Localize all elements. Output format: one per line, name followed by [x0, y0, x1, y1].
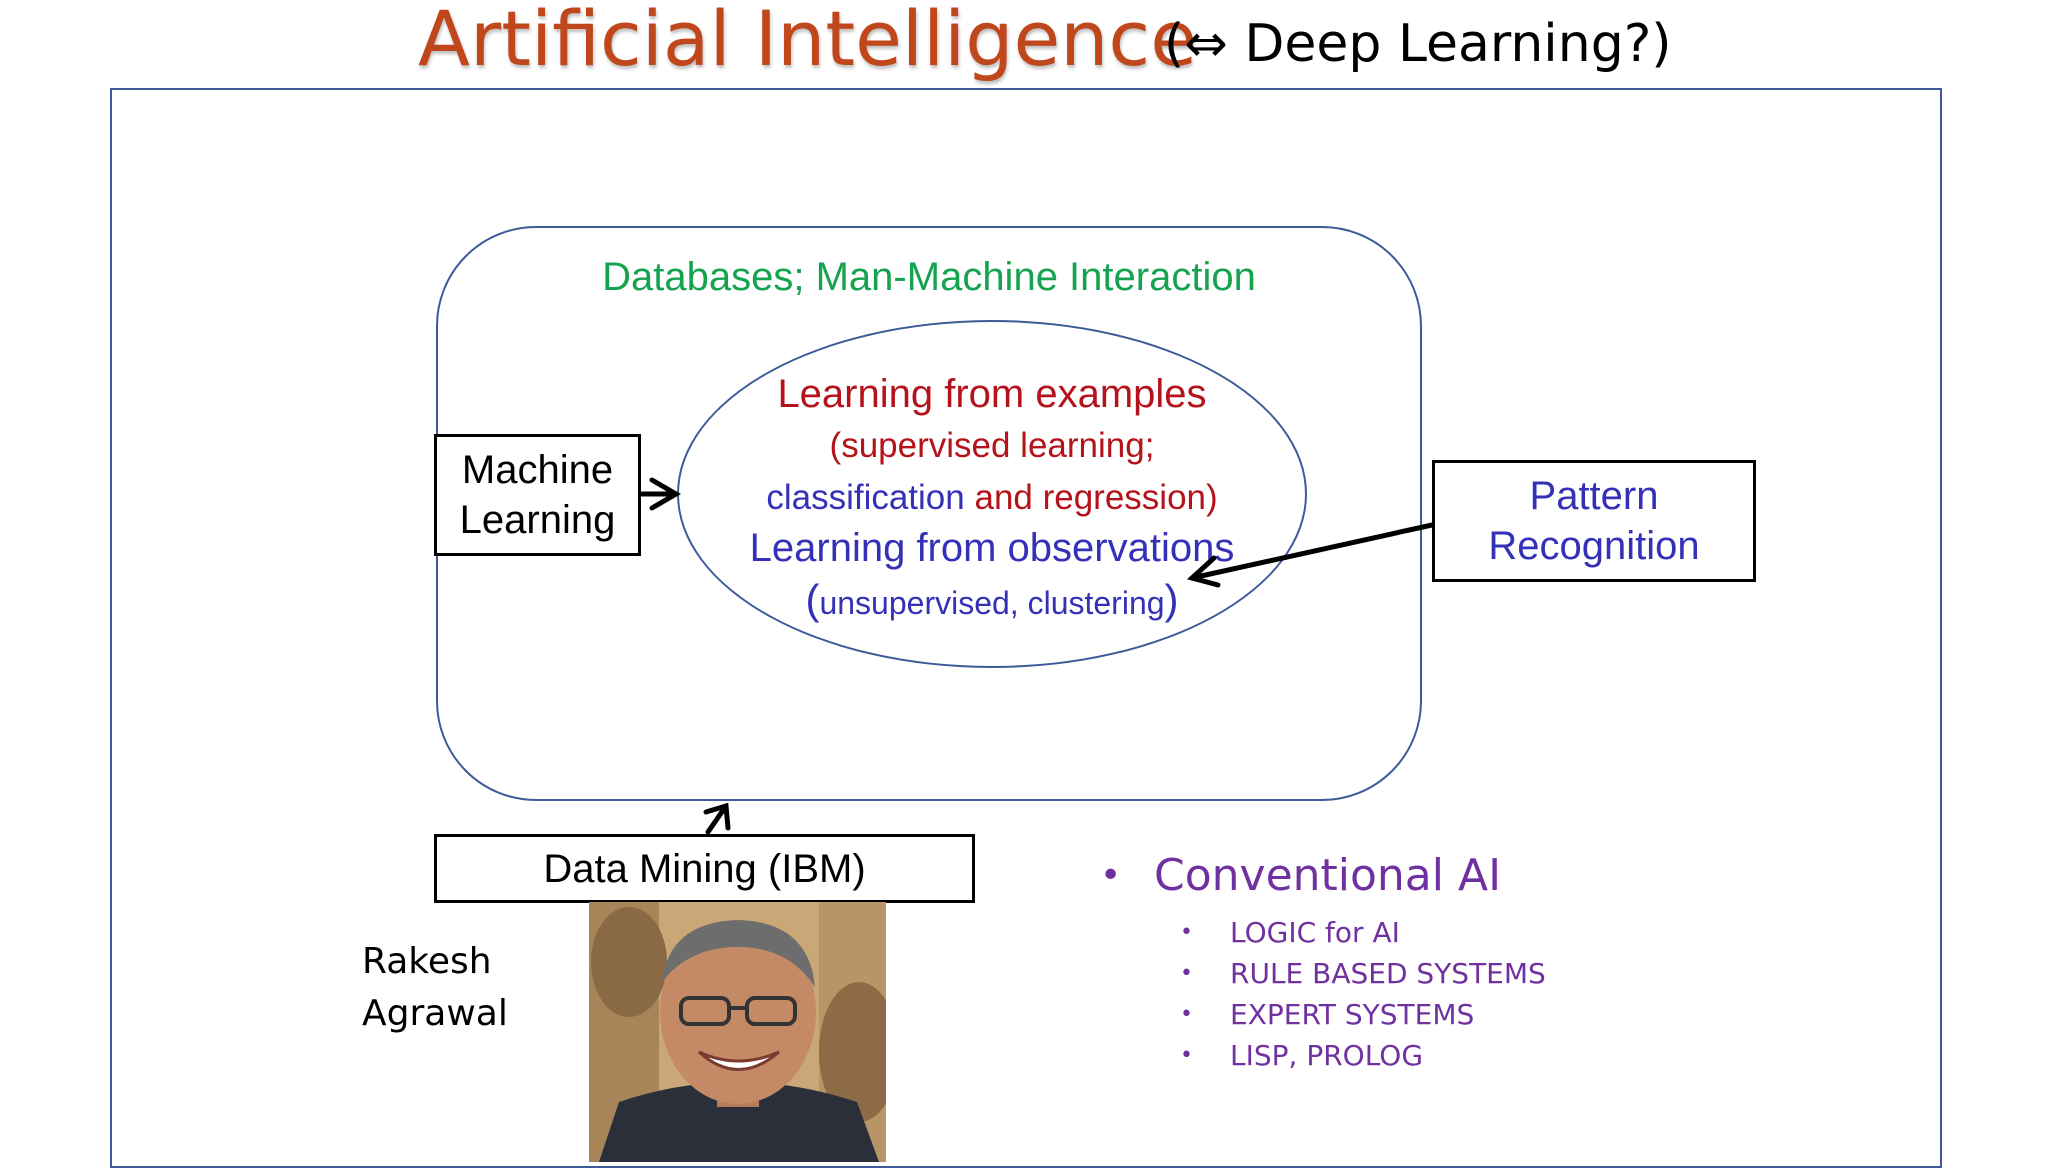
learning-from-observations: Learning from observations [749, 526, 1235, 570]
unsupervised-text: unsupervised, clustering [819, 585, 1165, 621]
machine-learning-line2: Learning [459, 498, 616, 542]
open-paren: ( [805, 576, 820, 623]
list-item: • EXPERT SYSTEMS [1180, 994, 1546, 1035]
bullet-icon: • [1180, 1002, 1193, 1027]
unsupervised-label: (unsupervised, clustering) [700, 576, 1284, 627]
conventional-ai-items: • LOGIC for AI • RULE BASED SYSTEMS • EX… [1180, 912, 1546, 1076]
pattern-recognition-line1: Pattern [1529, 474, 1659, 518]
pattern-recognition-line2: Recognition [1488, 524, 1700, 568]
conventional-ai-heading: • Conventional AI [1100, 848, 1546, 904]
list-item: • LISP, PROLOG [1180, 1035, 1546, 1076]
conventional-ai-list: • Conventional AI • LOGIC for AI • RULE … [1100, 848, 1546, 1076]
close-paren: ) [1164, 576, 1179, 623]
list-item-text: EXPERT SYSTEMS [1230, 998, 1475, 1031]
regression-text: and regression) [964, 478, 1218, 517]
data-mining-box: Data Mining (IBM) [434, 834, 975, 903]
machine-learning-line1: Machine [461, 448, 614, 492]
pr-arrow-icon [1186, 522, 1435, 588]
supervised-learning-label: (supervised learning; [829, 426, 1155, 465]
list-item-text: RULE BASED SYSTEMS [1230, 957, 1546, 990]
person-name: Rakesh Agrawal [362, 936, 508, 1040]
ml-arrow-icon [638, 477, 681, 511]
list-item-text: LOGIC for AI [1230, 916, 1400, 949]
learning-from-examples: Learning from examples [777, 372, 1207, 416]
bullet-icon: • [1180, 1043, 1193, 1068]
bullet-icon: • [1180, 920, 1193, 945]
slide-subtitle: (⇔ Deep Learning?) [1164, 14, 1672, 74]
databases-label: Databases; Man-Machine Interaction [602, 255, 1256, 299]
dm-arrow-icon [703, 802, 731, 835]
person-first-name: Rakesh [362, 941, 492, 982]
classification-regression-label: classification and regression) [700, 474, 1284, 522]
pattern-recognition-box: Pattern Recognition [1432, 460, 1756, 582]
classification-text: classification [766, 478, 965, 517]
person-photo [589, 902, 886, 1162]
list-item: • RULE BASED SYSTEMS [1180, 953, 1546, 994]
list-item: • LOGIC for AI [1180, 912, 1546, 953]
person-last-name: Agrawal [362, 993, 508, 1034]
bullet-icon: • [1100, 855, 1122, 896]
slide-title: Artificial Intelligence [418, 0, 1197, 83]
list-item-text: LISP, PROLOG [1230, 1039, 1424, 1072]
bullet-icon: • [1180, 961, 1193, 986]
conventional-ai-heading-text: Conventional AI [1154, 850, 1502, 901]
data-mining-label: Data Mining (IBM) [543, 846, 866, 891]
